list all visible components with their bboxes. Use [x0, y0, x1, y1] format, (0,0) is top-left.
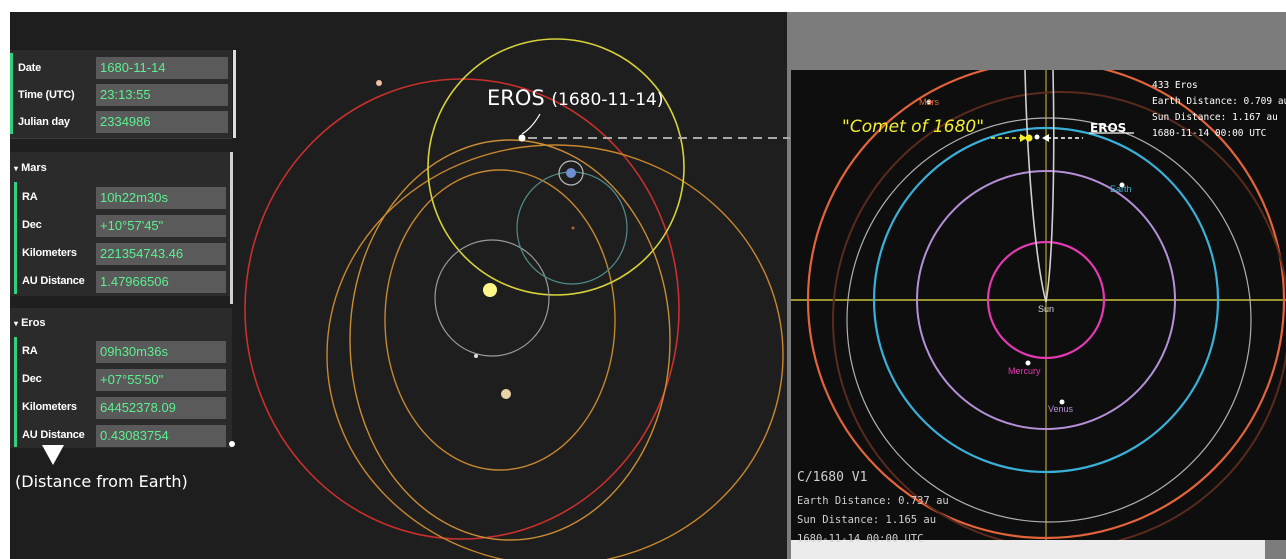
julian-value: 2334986: [96, 111, 228, 133]
mars-ra-label: RA: [22, 191, 38, 203]
mars-dec-label: Dec: [22, 219, 42, 231]
mars-ra-value: 10h22m30s: [96, 187, 226, 209]
earth-planet-label: Earth: [1110, 184, 1132, 194]
sun-body: [483, 283, 497, 297]
mars-body: [376, 80, 382, 86]
time-label: Time (UTC): [18, 89, 75, 101]
eros-au-value: 0.43083754: [96, 425, 226, 447]
mars-header[interactable]: ▾ Mars: [14, 162, 47, 174]
date-label: Date: [18, 62, 42, 74]
eros-dec-label: Dec: [22, 373, 42, 385]
mars-dec-value: +10°57'45": [96, 215, 226, 237]
venus-planet-label: Venus: [1048, 404, 1074, 414]
caret-down-icon: ▾: [14, 319, 19, 328]
mercury-planet-label: Mercury: [1008, 366, 1041, 376]
solar-system-diagram[interactable]: [791, 70, 1286, 540]
eros-body-right: [1034, 134, 1040, 140]
eros-orbit: [427, 38, 685, 296]
orbit-orange-inner: [384, 169, 616, 471]
comet-info-box: Earth Distance: 0.737 au Sun Distance: 1…: [797, 495, 949, 545]
eros-km-label: Kilometers: [22, 401, 77, 413]
venus-orbit-right: [916, 170, 1176, 430]
eros-ra-label: RA: [22, 345, 38, 357]
scrollbar-top[interactable]: [233, 50, 236, 138]
scroll-handle[interactable]: [229, 441, 235, 447]
orbit-orange-outer: [326, 144, 784, 559]
sun-planet-label: Sun: [1038, 304, 1055, 314]
comet-body: [1025, 134, 1033, 142]
eros-right-label: EROS: [1090, 121, 1127, 135]
venus-body: [501, 389, 511, 399]
eros-body: [518, 134, 526, 142]
date-value: 1680-11-14: [96, 57, 228, 79]
eros-header[interactable]: ▾ Eros: [14, 317, 46, 329]
comet-path: [1024, 70, 1055, 303]
earth-body: [566, 168, 576, 178]
earth-orbit-right: [872, 126, 1220, 474]
mercury-body: [474, 354, 478, 358]
mars-orbit-right: [806, 70, 1286, 540]
orbit-diagram[interactable]: [0, 0, 790, 559]
eros-map-label: EROS (1680-11-14): [487, 86, 664, 110]
mars-planet-label: Mars: [919, 97, 939, 107]
eros-dec-value: +07°55'50": [96, 369, 226, 391]
mars-km-label: Kilometers: [22, 247, 77, 259]
caret-down-icon: ▾: [14, 164, 19, 173]
pointer-triangle-icon: [42, 445, 64, 465]
sun-orbit: [434, 239, 550, 357]
comet-info-title: C/1680 V1: [797, 470, 868, 485]
mars-km-value: 221354743.46: [96, 243, 226, 265]
comet-label: "Comet of 1680": [842, 117, 985, 137]
distance-caption: (Distance from Earth): [15, 472, 188, 491]
scrollbar-mars[interactable]: [230, 152, 233, 304]
mars-orbit: [244, 78, 680, 540]
mars-au-value: 1.47966506: [96, 271, 226, 293]
eros-au-label: AU Distance: [22, 429, 85, 441]
time-value: 23:13:55: [96, 84, 228, 106]
eros-ra-value: 09h30m36s: [96, 341, 226, 363]
eros-info-box: 433 Eros Earth Distance: 0.709 au Sun Di…: [1152, 80, 1286, 139]
mars-au-label: AU Distance: [22, 275, 85, 287]
eros-km-value: 64452378.09: [96, 397, 226, 419]
moon-orbit: [558, 160, 584, 186]
julian-label: Julian day: [18, 116, 70, 128]
right-pane-footer: [791, 540, 1265, 559]
mercury-orbit-right: [986, 240, 1106, 360]
orbit-orange-mid: [349, 139, 671, 541]
